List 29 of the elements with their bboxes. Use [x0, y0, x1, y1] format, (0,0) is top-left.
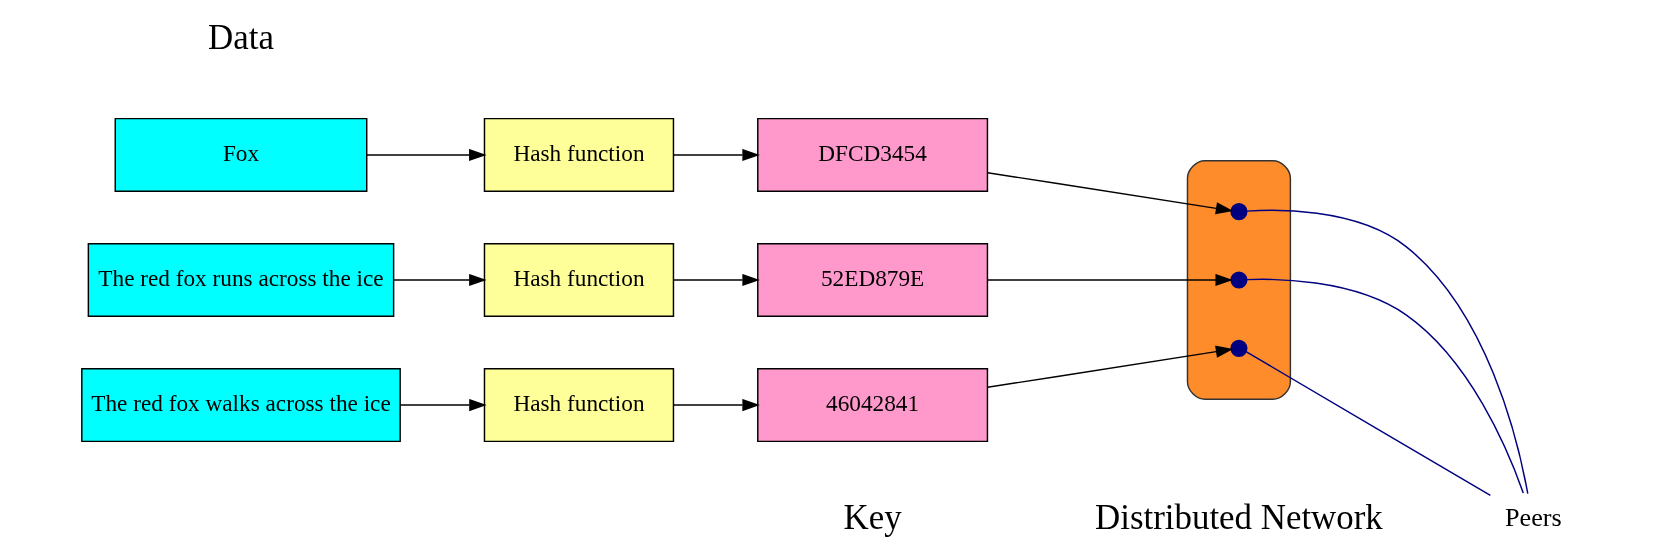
arrow [672, 148, 760, 162]
node-box: 52ED879E [757, 242, 989, 318]
node-box: The red fox walks across the ice [81, 367, 401, 443]
cluster [1186, 160, 1292, 400]
node-circle [1230, 271, 1248, 289]
node-box: 46042841 [757, 367, 989, 443]
connector [1246, 278, 1524, 494]
node-box: Hash function [483, 242, 675, 318]
label: Key [843, 497, 902, 537]
label: Data [208, 18, 274, 58]
node-box: Hash function [483, 117, 675, 193]
node-text: Peers [1504, 503, 1562, 533]
arrow [399, 398, 487, 412]
connector [1246, 209, 1529, 495]
node-box: The red fox runs across the ice [87, 242, 395, 318]
arrow [986, 171, 1234, 215]
arrow [986, 345, 1234, 389]
node-box: Fox [114, 117, 368, 193]
node-box: DFCD3454 [757, 117, 989, 193]
arrow [672, 398, 760, 412]
label: Distributed Network [1095, 497, 1383, 537]
node-circle [1230, 203, 1248, 221]
node-circle [1230, 339, 1248, 357]
connector [1245, 351, 1492, 497]
arrow [672, 273, 760, 287]
arrow [366, 148, 487, 162]
arrow [393, 273, 487, 287]
arrow [986, 273, 1233, 287]
node-box: Hash function [483, 367, 675, 443]
